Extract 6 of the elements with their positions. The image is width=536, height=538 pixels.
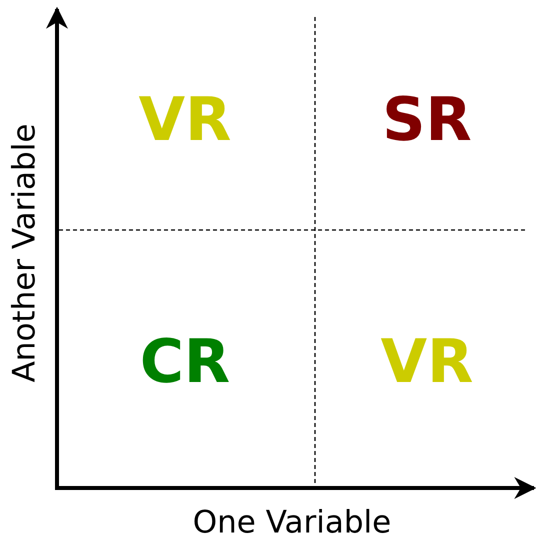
quadrant-label: VR — [380, 332, 474, 392]
quadrant-label: VR — [138, 90, 232, 150]
axis-title: One Variable — [192, 508, 392, 538]
quadrant-label: CR — [140, 332, 230, 392]
quadrant-label: SR — [382, 90, 472, 150]
axis-title: Another Variable — [10, 124, 40, 382]
